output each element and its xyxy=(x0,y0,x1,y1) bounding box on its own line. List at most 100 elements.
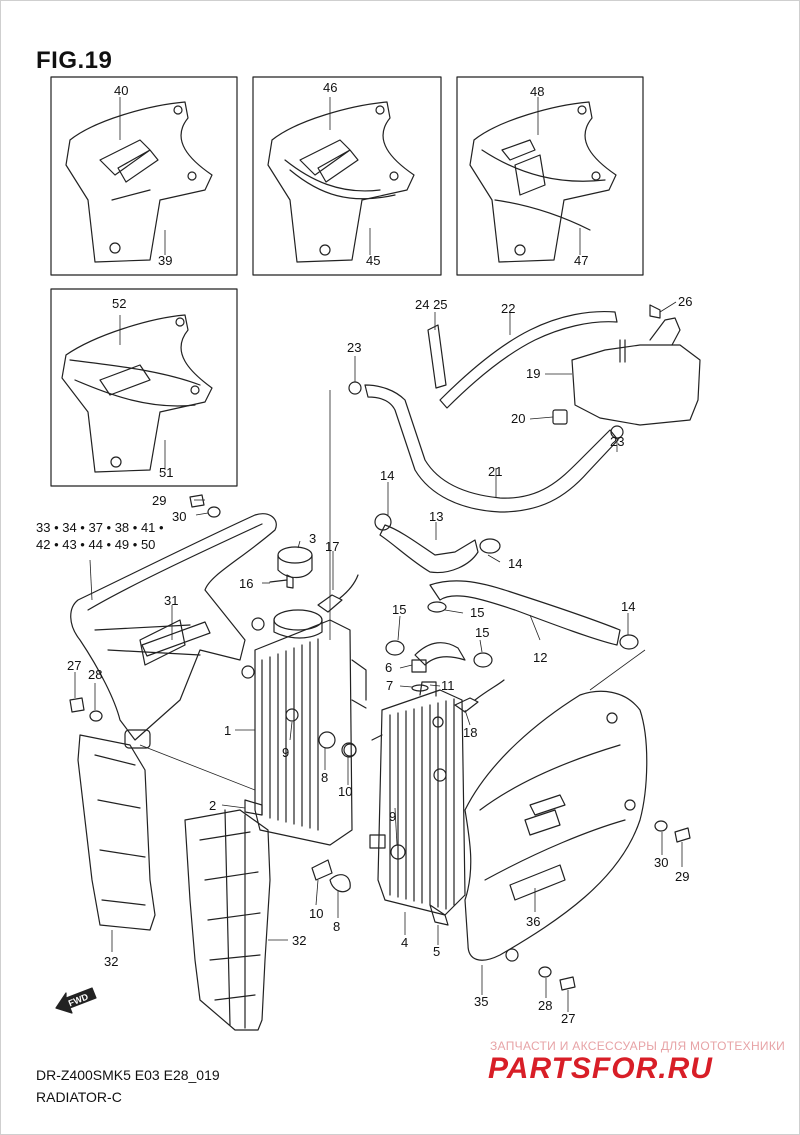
clamp-14-c xyxy=(619,634,639,650)
cap-20 xyxy=(552,409,568,425)
washer-28-b xyxy=(538,966,552,978)
part-label-9-right: 9 xyxy=(389,809,397,824)
shroud-decal-48 xyxy=(469,101,617,263)
clamp-23-b xyxy=(610,425,624,439)
clamp-14-b xyxy=(479,538,501,554)
leader-lines xyxy=(74,97,683,1012)
part-label-45: 45 xyxy=(366,253,381,268)
grommet-8 xyxy=(329,874,351,893)
washer-7 xyxy=(411,684,429,692)
part-label-1: 1 xyxy=(224,723,232,738)
grommet-10-upper xyxy=(343,743,357,757)
part-label-19: 19 xyxy=(526,366,541,381)
part-label-29-right: 29 xyxy=(675,869,690,884)
part-label-16: 16 xyxy=(239,576,254,591)
shroud-decal-46 xyxy=(267,101,415,263)
watermark-logo: PARTSFOR.RU xyxy=(488,1052,713,1085)
decal-box-40 xyxy=(50,76,238,276)
part-label-14-mid: 14 xyxy=(508,556,523,571)
part-label-15-left: 15 xyxy=(392,602,407,617)
washer-30-b xyxy=(654,820,668,832)
part-label-24-25: 24 25 xyxy=(415,297,448,312)
screw-16 xyxy=(269,574,294,589)
figure-title: FIG.19 xyxy=(36,47,113,74)
part-label-11: 11 xyxy=(441,678,455,693)
part-label-10-top: 10 xyxy=(338,784,353,799)
part-label-14-top: 14 xyxy=(380,468,395,483)
part-label-17: 17 xyxy=(325,539,340,554)
sensor-18 xyxy=(454,679,505,713)
bolt-29-a xyxy=(189,494,205,508)
part-label-28-right: 28 xyxy=(538,998,553,1013)
part-label-51: 51 xyxy=(159,465,174,480)
hose-13 xyxy=(379,524,479,574)
part-label-10-bottom: 10 xyxy=(309,906,324,921)
watermark-tagline: ЗАПЧАСТИ И АКСЕССУАРЫ ДЛЯ МОТОТЕХНИКИ xyxy=(490,1039,786,1053)
part-label-15-right: 15 xyxy=(475,625,490,640)
radiator-1 xyxy=(244,609,367,846)
hose-22 xyxy=(439,311,618,409)
part-label-52: 52 xyxy=(112,296,127,311)
radiator-guard-right xyxy=(184,809,271,1031)
hose-12 xyxy=(429,580,621,646)
part-label-20: 20 xyxy=(511,411,526,426)
part-label-8-top: 8 xyxy=(321,770,329,785)
part-label-39: 39 xyxy=(158,253,173,268)
decal-box-48 xyxy=(456,76,644,276)
part-label-22: 22 xyxy=(501,301,516,316)
part-label-2: 2 xyxy=(209,798,217,813)
part-31 xyxy=(141,621,211,657)
part-label-7: 7 xyxy=(386,678,394,693)
clip-24-25 xyxy=(427,324,447,389)
part-label-48: 48 xyxy=(530,84,545,99)
radiator-shroud-left xyxy=(70,513,277,749)
washer-30-a xyxy=(207,506,221,518)
part-label-4: 4 xyxy=(401,935,409,950)
reservoir-tank-19 xyxy=(571,317,701,426)
bolt-29-b xyxy=(674,827,691,843)
clamp-15-b xyxy=(385,640,405,656)
part-label-23-right: 23 xyxy=(610,434,625,449)
bolt-26 xyxy=(649,304,661,319)
part-label-30-left: 30 xyxy=(172,509,187,524)
hose-21 xyxy=(364,384,619,513)
decal-box-52 xyxy=(50,288,238,487)
hose-11 xyxy=(414,642,466,666)
clamp-14-a xyxy=(374,513,392,531)
part-label-32-left: 32 xyxy=(104,954,119,969)
bolt-27-b xyxy=(559,976,576,991)
shroud-decal-52 xyxy=(61,314,213,473)
part-label-set-line1: 33 • 34 • 37 • 38 • 41 • xyxy=(36,520,164,535)
part-label-27-left: 27 xyxy=(67,658,82,673)
sensor-17 xyxy=(317,574,359,613)
part-label-40: 40 xyxy=(114,83,129,98)
part-label-21: 21 xyxy=(488,464,503,479)
part-6 xyxy=(411,659,427,673)
part-label-6: 6 xyxy=(385,660,393,675)
part-label-3: 3 xyxy=(309,531,317,546)
part-label-9-left: 9 xyxy=(282,745,290,760)
clamp-15-a xyxy=(427,601,447,613)
radiator-4 xyxy=(369,681,466,926)
part-label-30-right: 30 xyxy=(654,855,669,870)
bolt-27-a xyxy=(69,697,85,713)
shroud-decal-40 xyxy=(65,101,213,263)
clamp-23-a xyxy=(348,381,362,395)
part-label-32-right: 32 xyxy=(292,933,307,948)
fwd-arrow-icon xyxy=(55,987,97,1014)
part-label-46: 46 xyxy=(323,80,338,95)
part-label-5: 5 xyxy=(433,944,441,959)
part-label-set-line2: 42 • 43 • 44 • 49 • 50 xyxy=(36,537,156,552)
radiator-guard-left xyxy=(77,734,156,931)
part-label-35: 35 xyxy=(474,994,489,1009)
part-label-27-right: 27 xyxy=(561,1011,576,1026)
part-label-18: 18 xyxy=(463,725,478,740)
model-line: DR-Z400SMK5 E03 E28_019 xyxy=(36,1067,220,1083)
part-label-15-mid: 15 xyxy=(470,605,485,620)
part-label-36: 36 xyxy=(526,914,541,929)
part-label-31: 31 xyxy=(164,593,179,608)
clamp-15-c xyxy=(473,652,493,668)
part-label-8-bottom: 8 xyxy=(333,919,341,934)
part-label-13: 13 xyxy=(429,509,444,524)
